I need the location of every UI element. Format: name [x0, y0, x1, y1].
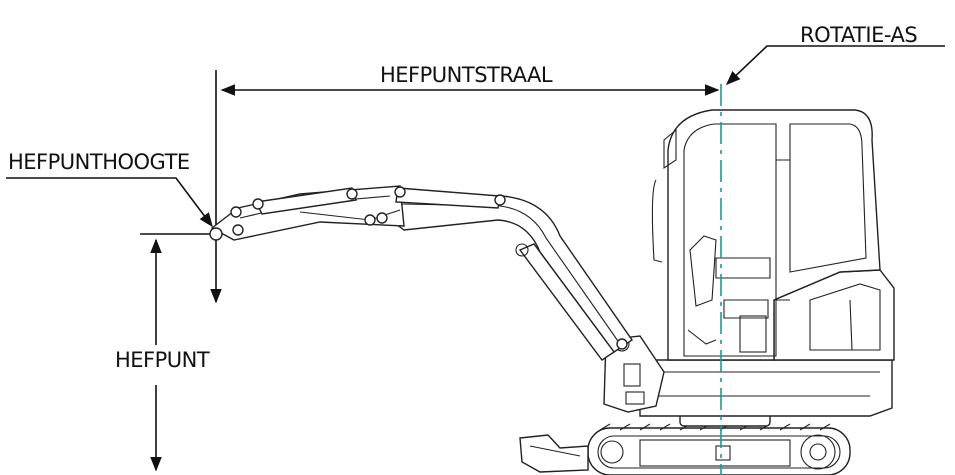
lift-radius-label: HEFPUNTSTRAAL: [380, 63, 553, 87]
boom: [378, 195, 633, 361]
arm: [210, 185, 501, 241]
upper-structure: [639, 269, 895, 417]
lift-point-height-label: HEFPUNTHOOGTE: [8, 150, 190, 174]
pins: [209, 186, 628, 350]
undercarriage: [519, 423, 851, 475]
excavator-drawing: [209, 109, 895, 475]
lift-point-height-leader: [6, 177, 213, 228]
rotation-axis-label: ROTATIE-AS: [800, 23, 917, 47]
swing-bracket: [603, 335, 665, 413]
rotation-axis-leader: [725, 45, 945, 85]
lift-point-label: HEFPUNT: [115, 348, 210, 372]
